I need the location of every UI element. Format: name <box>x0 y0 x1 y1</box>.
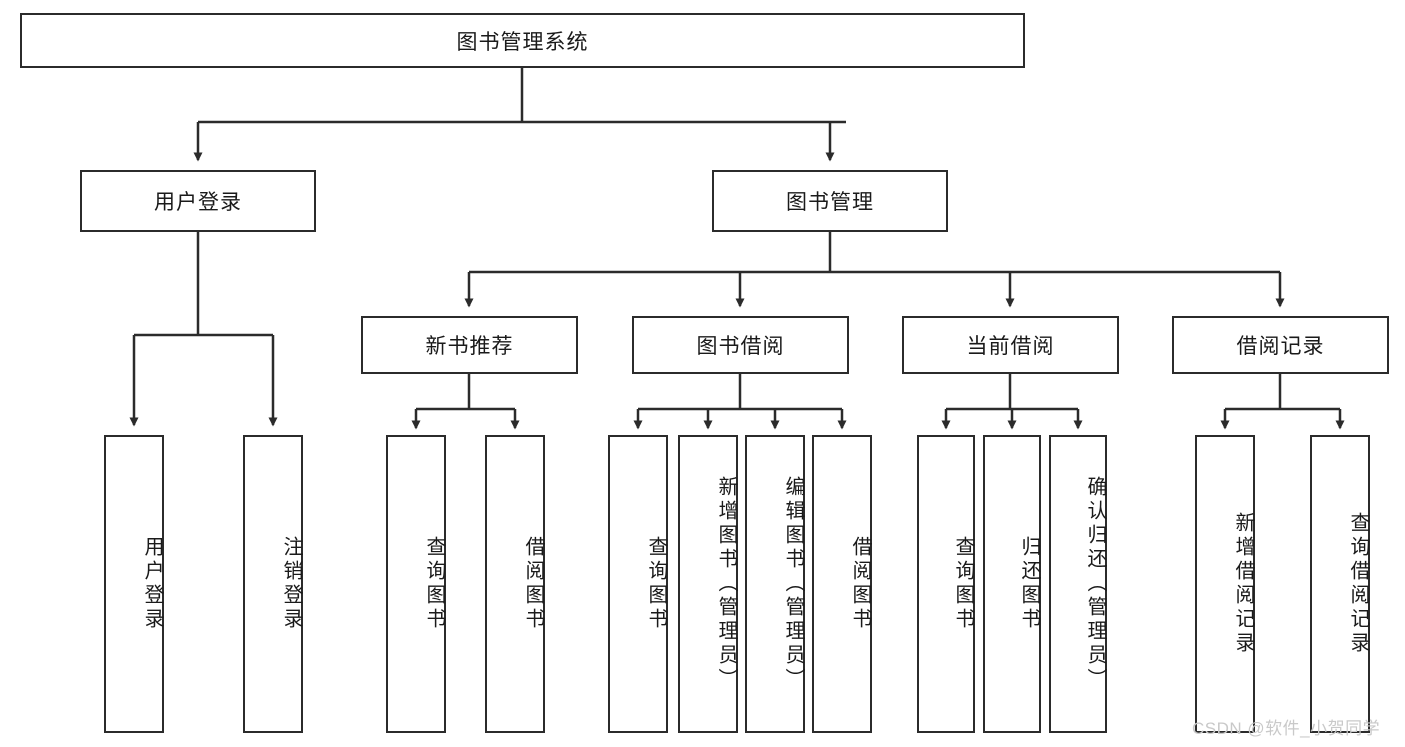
csdn-watermark: CSDN @软件_小贺同学 <box>1192 719 1381 738</box>
node-leaf-rec-borrow-book-label: 借阅图书 <box>522 536 544 632</box>
node-leaf-rec-borrow-book[interactable]: 借阅图书 <box>485 435 545 733</box>
node-leaf-borrow-add-book-label: 新增图书（管理员） <box>715 476 737 692</box>
node-current-borrow[interactable]: 当前借阅 <box>902 316 1119 374</box>
node-leaf-borrow-borrow-book-label: 借阅图书 <box>849 536 871 632</box>
node-leaf-borrow-edit-book-label: 编辑图书（管理员） <box>782 476 804 692</box>
node-borrow-record[interactable]: 借阅记录 <box>1172 316 1389 374</box>
node-leaf-cur-query-book[interactable]: 查询图书 <box>917 435 975 733</box>
node-leaf-borrow-query-book[interactable]: 查询图书 <box>608 435 668 733</box>
node-leaf-rec-add-record[interactable]: 新增借阅记录 <box>1195 435 1255 733</box>
node-new-book-recommend[interactable]: 新书推荐 <box>361 316 578 374</box>
node-root-label: 图书管理系统 <box>456 30 589 54</box>
node-root-system[interactable]: 图书管理系统 <box>20 13 1025 68</box>
node-leaf-cur-return-book-label: 归还图书 <box>1018 536 1040 632</box>
node-leaf-rec-add-record-label: 新增借阅记录 <box>1232 512 1254 656</box>
node-leaf-rec-query-book[interactable]: 查询图书 <box>386 435 446 733</box>
node-leaf-user-logout[interactable]: 注销登录 <box>243 435 303 733</box>
node-leaf-rec-query-record[interactable]: 查询借阅记录 <box>1310 435 1370 733</box>
node-book-manage[interactable]: 图书管理 <box>712 170 948 232</box>
node-leaf-cur-return-book[interactable]: 归还图书 <box>983 435 1041 733</box>
node-leaf-cur-confirm-return[interactable]: 确认归还（管理员） <box>1049 435 1107 733</box>
node-leaf-cur-query-book-label: 查询图书 <box>952 536 974 632</box>
node-leaf-user-logout-label: 注销登录 <box>280 536 302 632</box>
node-user-login-label: 用户登录 <box>154 191 242 214</box>
node-borrow-record-label: 借阅记录 <box>1236 335 1325 358</box>
node-leaf-cur-confirm-return-label: 确认归还（管理员） <box>1084 476 1106 692</box>
node-leaf-borrow-add-book[interactable]: 新增图书（管理员） <box>678 435 738 733</box>
node-leaf-rec-query-record-label: 查询借阅记录 <box>1347 512 1369 656</box>
node-book-manage-label: 图书管理 <box>786 191 874 214</box>
node-new-book-recommend-label: 新书推荐 <box>425 335 514 358</box>
node-leaf-rec-query-book-label: 查询图书 <box>423 536 445 632</box>
node-user-login[interactable]: 用户登录 <box>80 170 316 232</box>
node-leaf-borrow-edit-book[interactable]: 编辑图书（管理员） <box>745 435 805 733</box>
node-current-borrow-label: 当前借阅 <box>966 335 1055 358</box>
node-book-borrow-label: 图书借阅 <box>696 335 785 358</box>
node-book-borrow[interactable]: 图书借阅 <box>632 316 849 374</box>
node-leaf-user-login[interactable]: 用户登录 <box>104 435 164 733</box>
node-leaf-borrow-query-book-label: 查询图书 <box>645 536 667 632</box>
node-leaf-user-login-label: 用户登录 <box>141 536 163 632</box>
node-leaf-borrow-borrow-book[interactable]: 借阅图书 <box>812 435 872 733</box>
